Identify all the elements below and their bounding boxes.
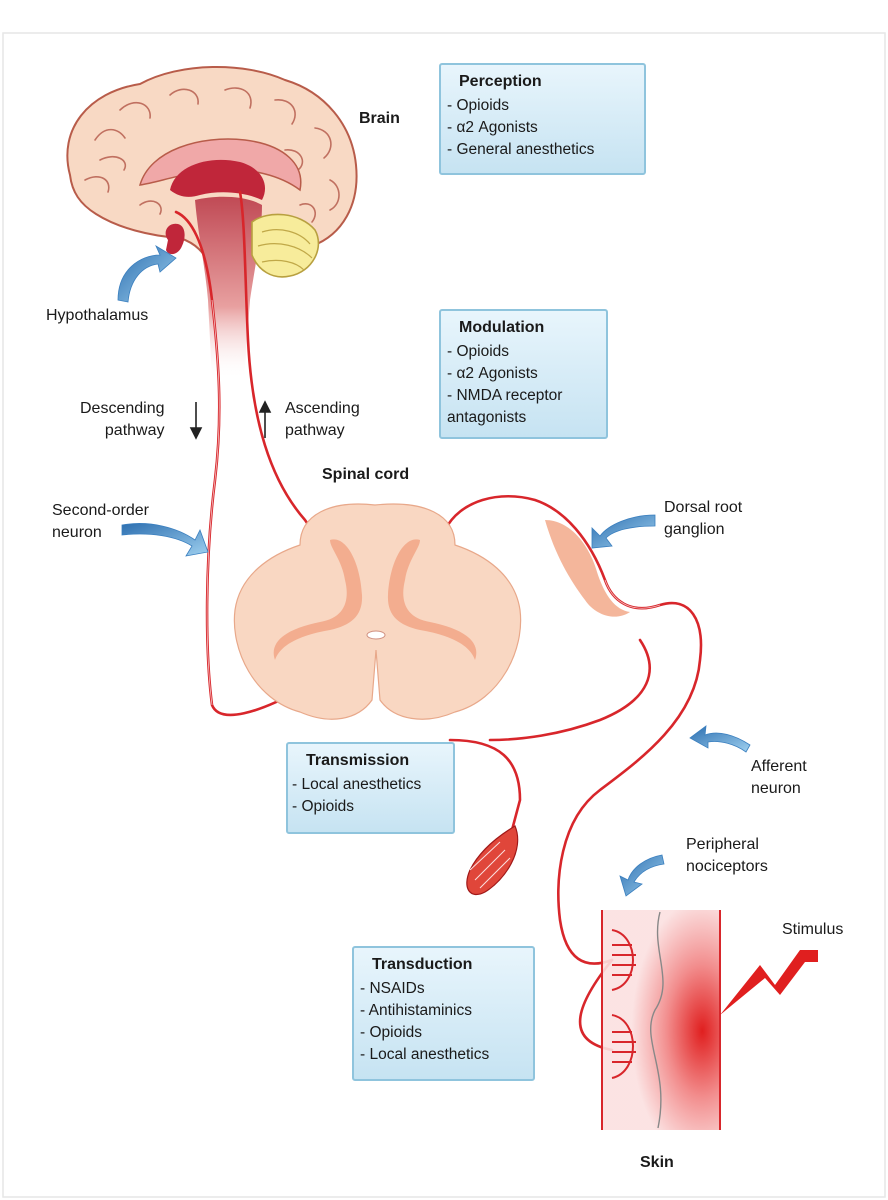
hypothalamus-label: Hypothalamus <box>46 307 149 324</box>
modulation-item: Opioids <box>447 341 606 363</box>
dorsal-root-ganglion-arrow <box>591 514 656 549</box>
central-canal <box>366 630 386 640</box>
afferent-neuron-arrow <box>689 725 751 753</box>
peripheral-nociceptors-label: Peripheral nociceptors <box>686 836 768 875</box>
perception-item: General anesthetics <box>447 139 644 161</box>
skin-label: Skin <box>640 1154 674 1171</box>
afferent-neuron-lower-branch <box>488 638 651 742</box>
hypothalamus-arrow <box>117 245 177 303</box>
hypothalamus-structure <box>165 223 185 255</box>
annotation-arrows <box>117 245 751 897</box>
thalamus <box>170 159 266 200</box>
dorsal-root-ganglion <box>545 520 630 617</box>
transduction-item: Opioids <box>360 1022 533 1044</box>
skin-section <box>601 910 818 1130</box>
stimulus-bolt <box>720 950 818 1015</box>
perception-box: Perception Opioids α2 Agonists General a… <box>439 63 646 175</box>
transduction-title: Transduction <box>372 956 473 973</box>
image-border <box>2 32 886 1198</box>
transduction-item: NSAIDs <box>360 978 533 1000</box>
bulb-fiber <box>448 738 522 832</box>
stimulus-label: Stimulus <box>782 921 844 938</box>
transduction-box: Transduction NSAIDs Antihistaminics Opio… <box>352 946 535 1081</box>
perception-item: Opioids <box>447 95 644 117</box>
modulation-item: α2 Agonists <box>447 363 606 385</box>
dorsal-root-ganglion-label: Dorsal root ganglion <box>664 499 743 538</box>
spinal-cord-cross-section <box>233 503 630 720</box>
encapsulated-receptor <box>466 825 519 896</box>
spinal-cord-label: Spinal cord <box>322 466 410 483</box>
pathway-direction-arrows <box>189 400 272 440</box>
afferent-neuron-path <box>383 494 703 965</box>
brain-label: Brain <box>359 110 400 127</box>
transmission-box: Transmission Local anesthetics Opioids <box>286 742 455 834</box>
afferent-neuron-label: Afferent neuron <box>751 758 807 797</box>
ascending-pathway-label: Ascending pathway <box>285 400 360 439</box>
modulation-title: Modulation <box>459 319 545 336</box>
modulation-item: NMDA receptor antagonists <box>447 385 606 429</box>
second-order-neuron-arrow <box>121 523 209 557</box>
transmission-title: Transmission <box>306 752 410 769</box>
transmission-item: Opioids <box>292 796 453 818</box>
transduction-item: Antihistaminics <box>360 1000 533 1022</box>
second-order-neuron-label: Second-order neuron <box>52 502 149 541</box>
descending-pathway-label: Descending pathway <box>80 400 165 439</box>
peripheral-nociceptors-arrow <box>619 854 665 897</box>
modulation-box: Modulation Opioids α2 Agonists NMDA rece… <box>439 309 608 439</box>
spinal-cord-gray-matter <box>273 539 477 660</box>
transduction-item: Local anesthetics <box>360 1044 533 1066</box>
spinal-cord-white-matter <box>233 503 522 720</box>
transmission-item: Local anesthetics <box>292 774 453 796</box>
perception-item: α2 Agonists <box>447 117 644 139</box>
perception-title: Perception <box>459 73 542 90</box>
brain-illustration <box>66 65 358 380</box>
cerebellum <box>251 213 320 278</box>
